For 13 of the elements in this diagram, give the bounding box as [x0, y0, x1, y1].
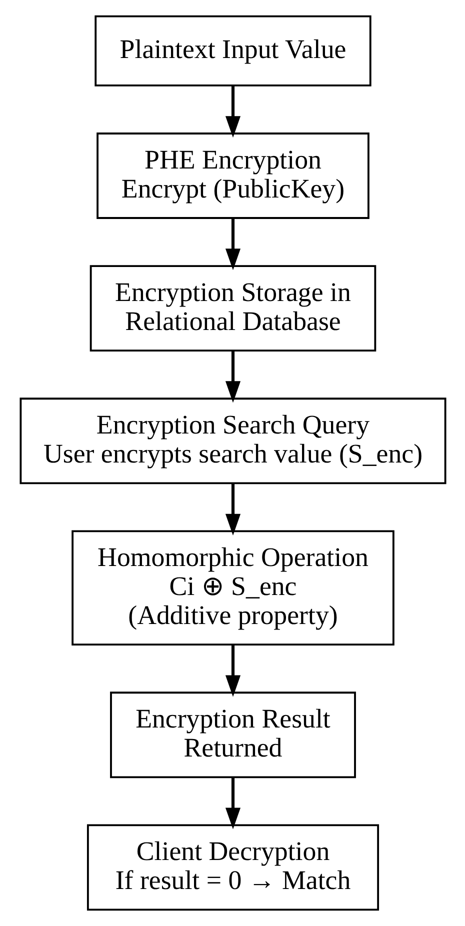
arrow [224, 86, 240, 138]
node-box: Homomorphic Operation Ci ⊕ S_enc (Additive property) [71, 530, 394, 646]
arrow [224, 778, 240, 830]
node-box: Encryption Storage in Relational Database [89, 265, 376, 352]
node-box: Encryption Result Returned [110, 692, 356, 778]
arrow [224, 350, 240, 403]
node-box: Client Decryption If result = 0 → Match [86, 824, 379, 911]
arrow [224, 644, 240, 697]
node-box: Encryption Search Query User encrypts search value (S_enc) [19, 398, 446, 484]
node-box: PHE Encryption Encrypt (PublicKey) [96, 132, 369, 219]
arrow [224, 483, 240, 536]
node-box: Plaintext Input Value [94, 15, 371, 86]
arrow [224, 218, 240, 270]
